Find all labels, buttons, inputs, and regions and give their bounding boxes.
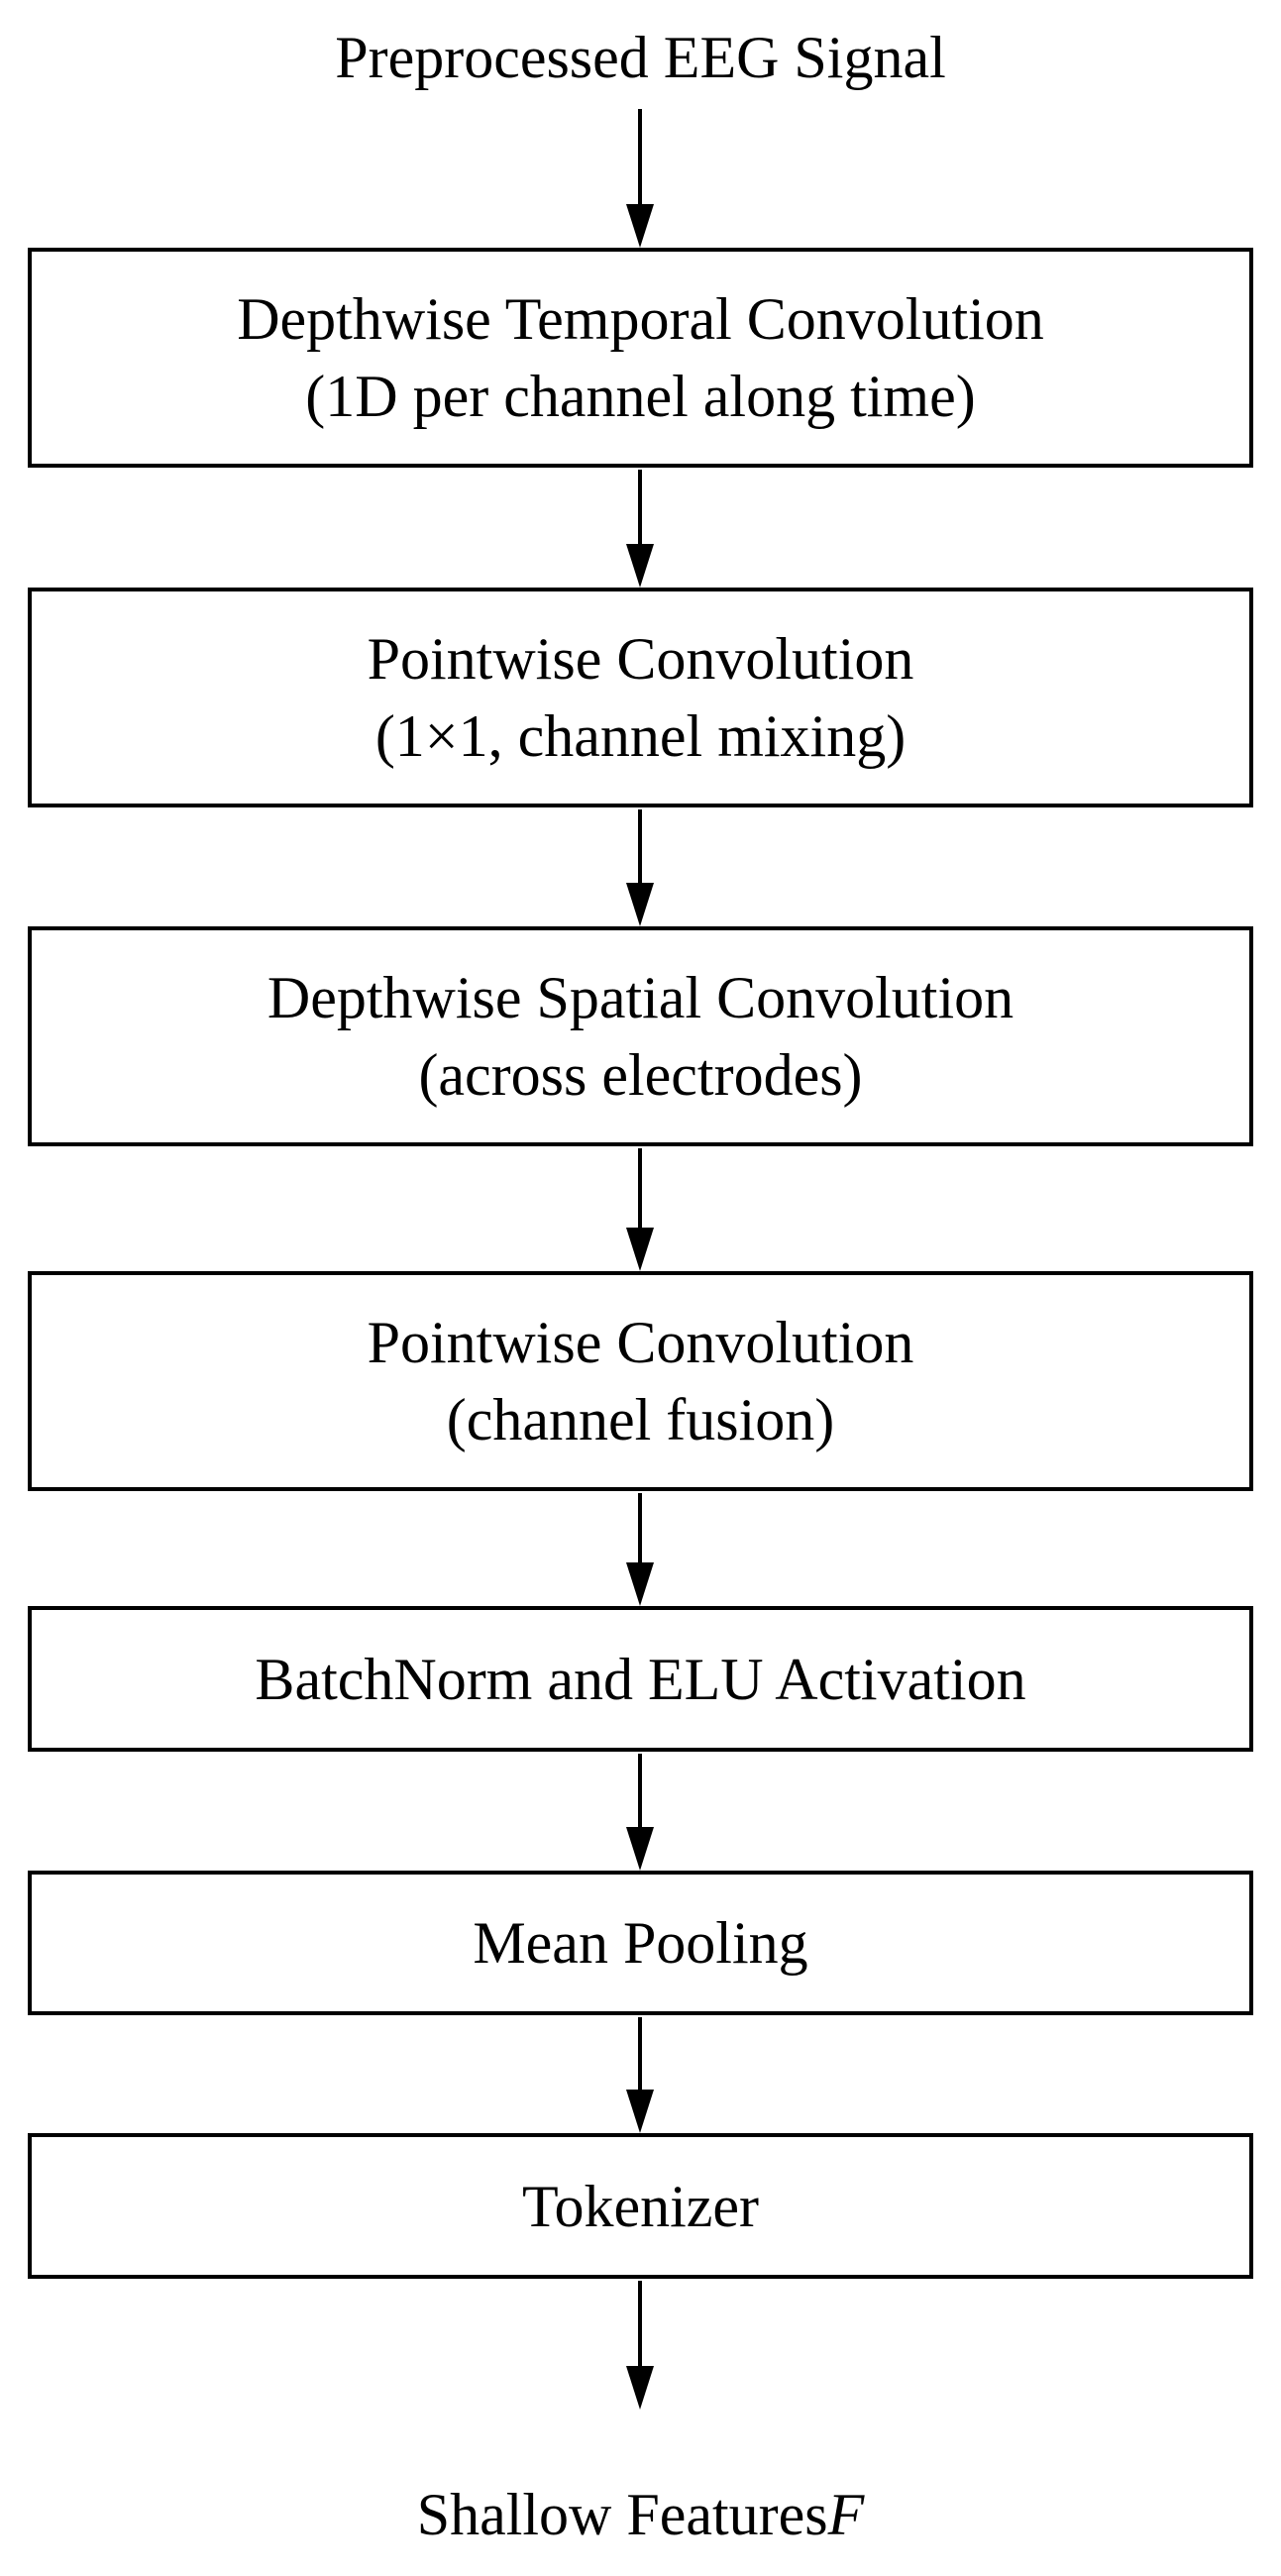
output-label-text: Shallow Features — [416, 2482, 828, 2547]
step-mean-pooling: Mean Pooling — [28, 1871, 1253, 2015]
step-depthwise-temporal-convolution: Depthwise Temporal Convolution (1D per c… — [28, 248, 1253, 468]
arrow-3 — [626, 809, 654, 926]
arrow-6 — [626, 1754, 654, 1871]
input-label: Preprocessed EEG Signal — [335, 25, 946, 90]
arrow-7 — [626, 2017, 654, 2133]
step-tokenizer: Tokenizer — [28, 2133, 1253, 2279]
output-label: Shallow FeaturesF — [0, 2479, 1281, 2550]
arrow-2 — [626, 470, 654, 588]
step-title: Depthwise Spatial Convolution — [267, 965, 1014, 1030]
step-title: Pointwise Convolution — [367, 1310, 914, 1375]
arrow-5 — [626, 1493, 654, 1606]
step-pointwise-convolution-mixing: Pointwise Convolution (1×1, channel mixi… — [28, 588, 1253, 807]
step-pointwise-convolution-fusion: Pointwise Convolution (channel fusion) — [28, 1271, 1253, 1491]
step-title: BatchNorm and ELU Activation — [255, 1646, 1026, 1712]
output-symbol: F — [827, 2482, 865, 2547]
step-title: Tokenizer — [521, 2173, 759, 2239]
step-subtitle: (1D per channel along time) — [305, 364, 976, 429]
step-title: Depthwise Temporal Convolution — [237, 286, 1044, 352]
arrow-8 — [626, 2281, 654, 2410]
arrow-4 — [626, 1148, 654, 1271]
arrow-1 — [626, 109, 654, 248]
step-title: Pointwise Convolution — [367, 626, 914, 692]
step-depthwise-spatial-convolution: Depthwise Spatial Convolution (across el… — [28, 926, 1253, 1146]
step-title: Mean Pooling — [473, 1910, 808, 1976]
step-batchnorm-elu: BatchNorm and ELU Activation — [28, 1606, 1253, 1752]
step-subtitle: (1×1, channel mixing) — [374, 703, 907, 769]
step-subtitle: (channel fusion) — [446, 1387, 835, 1452]
step-subtitle: (across electrodes) — [418, 1042, 863, 1108]
